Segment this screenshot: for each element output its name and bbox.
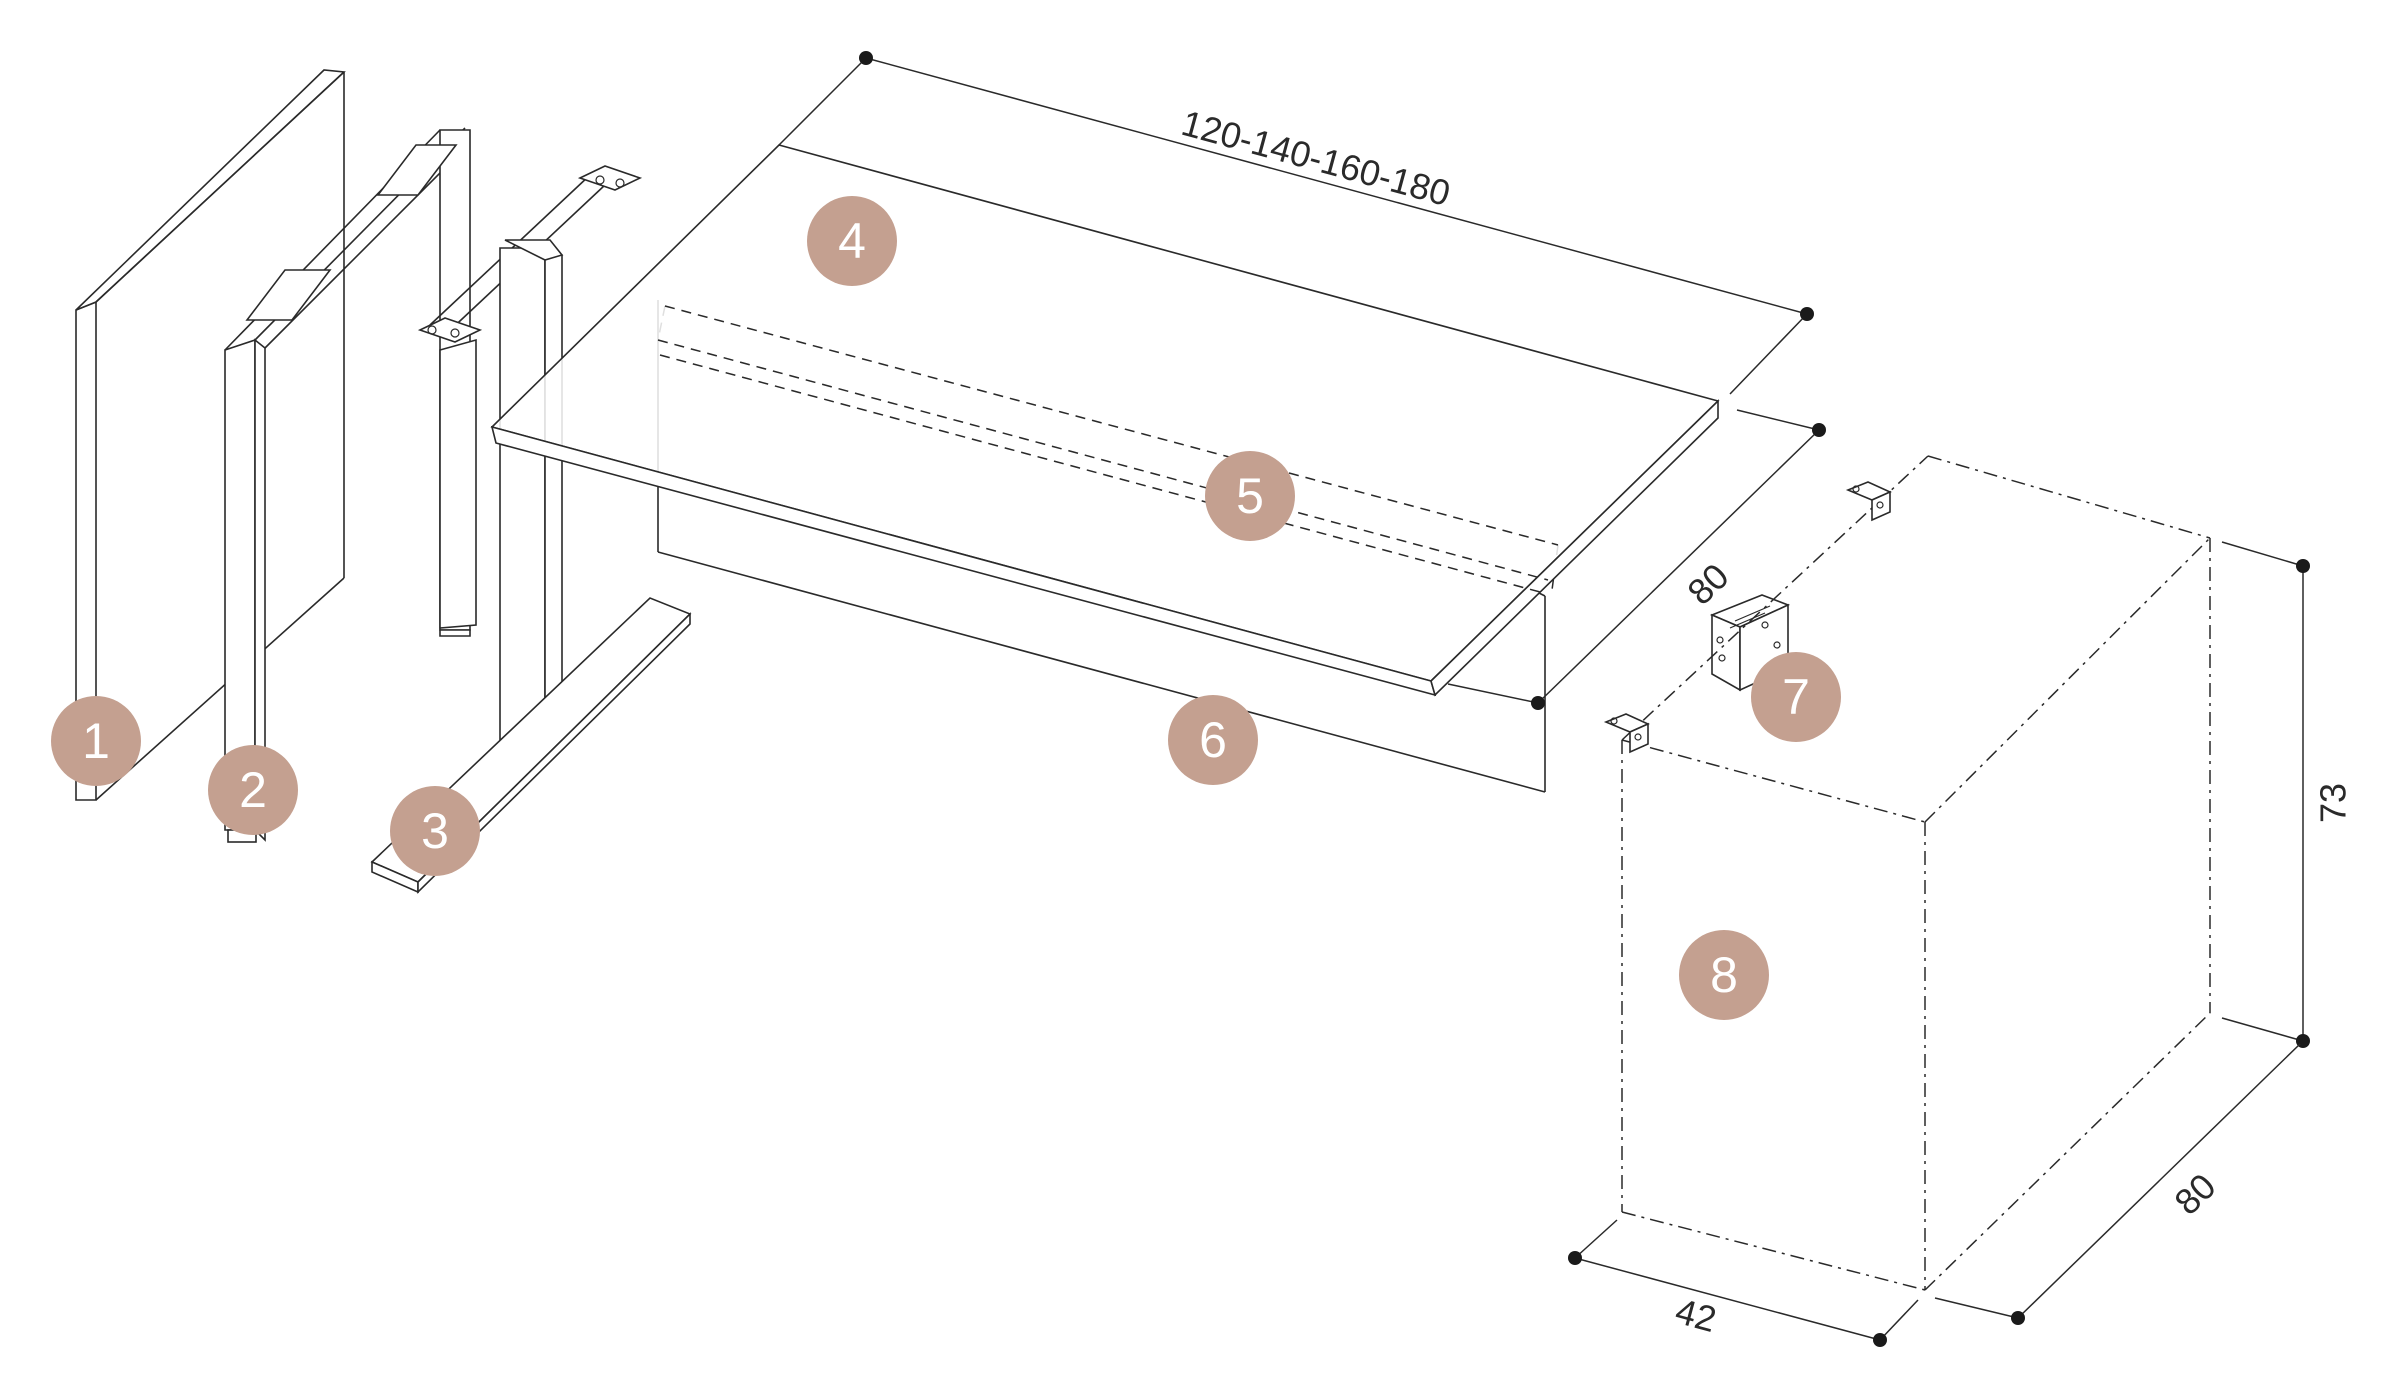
cabinet-top-bracket-rear [1845, 481, 1892, 522]
dimension-point [1568, 1251, 1582, 1265]
dimension-point [2296, 559, 2310, 573]
callout-badge-8: 8 [1679, 930, 1769, 1020]
side-panel [75, 69, 346, 801]
callout-number: 1 [82, 713, 110, 769]
dimension-point [1531, 696, 1545, 710]
callout-number: 5 [1236, 468, 1264, 524]
dimension-point [2011, 1311, 2025, 1325]
dimension-point [1800, 307, 1814, 321]
dimension-point [1873, 1333, 1887, 1347]
cabinet-top-bracket-front [1603, 713, 1650, 754]
callout-number: 3 [421, 803, 449, 859]
u-frame-leg [224, 127, 471, 843]
dimension-point [859, 51, 873, 65]
callout-number: 2 [239, 762, 267, 818]
dimension-cabinet-depth: 80 [1934, 1043, 2301, 1325]
cabinet-height-label: 73 [2313, 783, 2354, 823]
callout-number: 7 [1782, 669, 1810, 725]
dimension-cabinet-width: 42 [1568, 1219, 1919, 1347]
callout-badge-4: 4 [807, 196, 897, 286]
c-leg-frame [370, 165, 692, 894]
callout-badge-6: 6 [1168, 695, 1258, 785]
cabinet-width-label: 42 [1671, 1290, 1720, 1340]
callout-badge-1: 1 [51, 696, 141, 786]
desktop [490, 144, 1720, 697]
callout-badge-3: 3 [390, 786, 480, 876]
desk-width-label: 120-140-160-180 [1177, 102, 1454, 214]
callout-number: 6 [1199, 712, 1227, 768]
callout-badge-2: 2 [208, 745, 298, 835]
dimension-cabinet-height: 73 [2221, 541, 2354, 1048]
callout-badge-7: 7 [1751, 652, 1841, 742]
callout-badge-5: 5 [1205, 451, 1295, 541]
cabinet-depth-label: 80 [2166, 1165, 2223, 1222]
desk-depth-label: 80 [1679, 555, 1736, 612]
dimension-point [1812, 423, 1826, 437]
callout-number: 8 [1710, 947, 1738, 1003]
callout-number: 4 [838, 213, 866, 269]
connector-bracket [1709, 594, 1791, 692]
pedestal-cabinet [1621, 455, 2211, 1291]
